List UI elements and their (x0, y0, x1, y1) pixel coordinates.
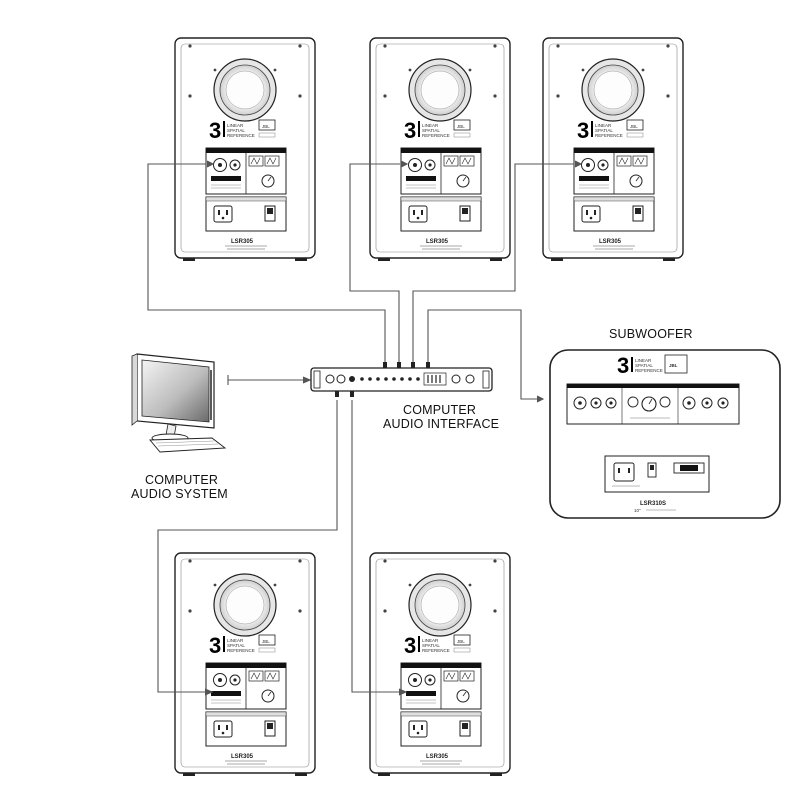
cable-lines (147, 160, 583, 696)
speaker-top-left (174, 37, 316, 262)
speaker-bottom-center (369, 552, 511, 777)
svg-text:10": 10" (634, 508, 641, 513)
computer-label-line1: COMPUTER (145, 473, 218, 487)
svg-text:SPATIAL: SPATIAL (635, 363, 653, 368)
interface-label-line1: COMPUTER (403, 403, 476, 417)
speaker-top-center (369, 37, 511, 262)
subwoofer-panel: 3 LINEAR SPATIAL REFERENCE JBL (549, 349, 781, 519)
interface-label-line2: AUDIO INTERFACE (383, 417, 499, 431)
subwoofer-label: SUBWOOFER (609, 327, 693, 341)
computer-audio-system (131, 353, 227, 453)
speaker-bottom-left (174, 552, 316, 777)
svg-text:LINEAR: LINEAR (635, 358, 652, 363)
svg-text:3: 3 (617, 353, 629, 378)
svg-text:JBL: JBL (669, 363, 678, 368)
computer-label-line2: AUDIO SYSTEM (131, 487, 228, 501)
svg-text:REFERENCE: REFERENCE (635, 368, 663, 373)
speaker-top-right (542, 37, 684, 262)
audio-interface (310, 362, 493, 397)
svg-text:LSR310S: LSR310S (640, 501, 666, 507)
